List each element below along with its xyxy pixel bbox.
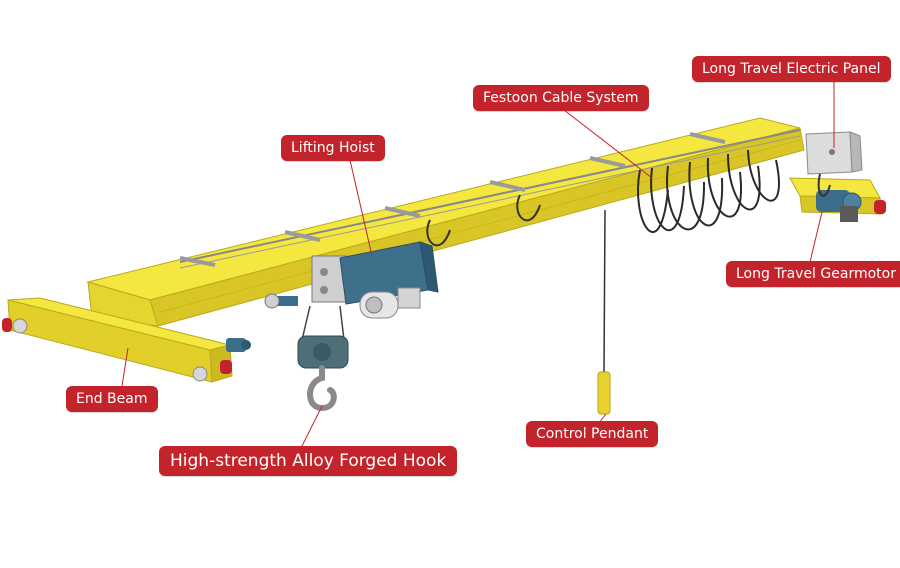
hook-block xyxy=(297,305,349,412)
label-festoon-cable-system: Festoon Cable System xyxy=(473,85,649,111)
label-control-pendant: Control Pendant xyxy=(526,421,659,447)
end-beam-gearmotor xyxy=(226,338,251,352)
label-end-beam: End Beam xyxy=(66,386,158,412)
electric-panel xyxy=(805,131,863,197)
control-pendant xyxy=(597,209,611,415)
main-girder xyxy=(86,117,805,327)
buffer-icon xyxy=(2,318,232,374)
label-hook: High-strength Alloy Forged Hook xyxy=(159,446,458,476)
festoon-cable-system xyxy=(179,129,801,269)
lifting-hoist xyxy=(264,241,439,319)
label-lifting-hoist: Lifting Hoist xyxy=(281,135,385,161)
leader-lines xyxy=(121,82,835,451)
label-long-travel-electric-panel: Long Travel Electric Panel xyxy=(692,56,891,82)
label-long-travel-gearmotor: Long Travel Gearmotor xyxy=(726,261,900,287)
end-beam-front xyxy=(7,297,233,383)
